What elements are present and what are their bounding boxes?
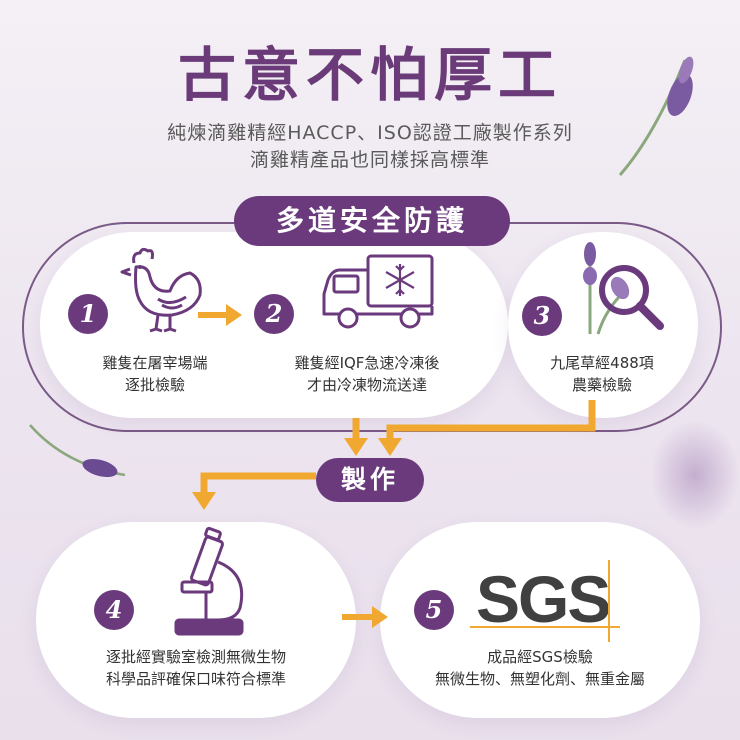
step-1-caption: 雞隻在屠宰場端 逐批檢驗 [70, 352, 240, 396]
production-banner: 製作 [316, 458, 424, 502]
step-number-5: 5 [414, 590, 454, 630]
microscope-icon [174, 526, 244, 636]
lavender-decoration-icon [618, 56, 694, 176]
step-4-caption-line-1: 逐批經實驗室檢測無微生物 [105, 648, 286, 666]
arrow-right-icon [342, 606, 388, 628]
section-banner: 多道安全防護 [234, 196, 510, 246]
sgs-logo-text: SGS [476, 562, 611, 636]
step-5-caption: 成品經SGS檢驗 無微生物、無塑化劑、無重金屬 [400, 646, 680, 690]
step-number-4: 4 [94, 590, 134, 630]
subtitle-line-1: 純煉滴雞精經HACCP、ISO認證工廠製作系列 [167, 122, 573, 144]
step-2-caption: 雞隻經IQF急速冷凍後 才由冷凍物流送達 [262, 352, 472, 396]
step-3-caption: 九尾草經488項 農藥檢驗 [512, 352, 692, 396]
step-4-caption-line-2: 科學品評確保口味符合標準 [105, 670, 286, 688]
step-number-3: 3 [522, 296, 562, 336]
step-2-caption-line-2: 才由冷凍物流送達 [306, 376, 427, 394]
page-title: 古意不怕厚工 [177, 41, 562, 109]
sgs-logo: SGS [470, 560, 620, 642]
subtitle-line-2: 滴雞精產品也同樣採高標準 [249, 149, 490, 171]
step-number-1: 1 [68, 294, 108, 334]
blurred-flower-decoration [650, 420, 740, 530]
step-3-caption-line-2: 農藥檢驗 [571, 376, 632, 394]
step-5-caption-line-1: 成品經SGS檢驗 [487, 648, 593, 666]
step-2-caption-line-1: 雞隻經IQF急速冷凍後 [294, 354, 440, 372]
lavender-magnifier-icon [583, 242, 664, 335]
lavender-decoration-icon [29, 424, 126, 478]
step-number-2: 2 [254, 294, 294, 334]
step-1-caption-line-2: 逐批檢驗 [124, 376, 185, 394]
step-1-caption-line-1: 雞隻在屠宰場端 [102, 354, 208, 372]
arrow-right-icon [198, 304, 242, 326]
step-3-caption-line-1: 九尾草經488項 [550, 354, 654, 372]
step-5-caption-line-2: 無微生物、無塑化劑、無重金屬 [434, 670, 645, 688]
chicken-icon [120, 247, 202, 333]
refrigerated-truck-icon [322, 254, 434, 329]
step-4-caption: 逐批經實驗室檢測無微生物 科學品評確保口味符合標準 [56, 646, 336, 690]
